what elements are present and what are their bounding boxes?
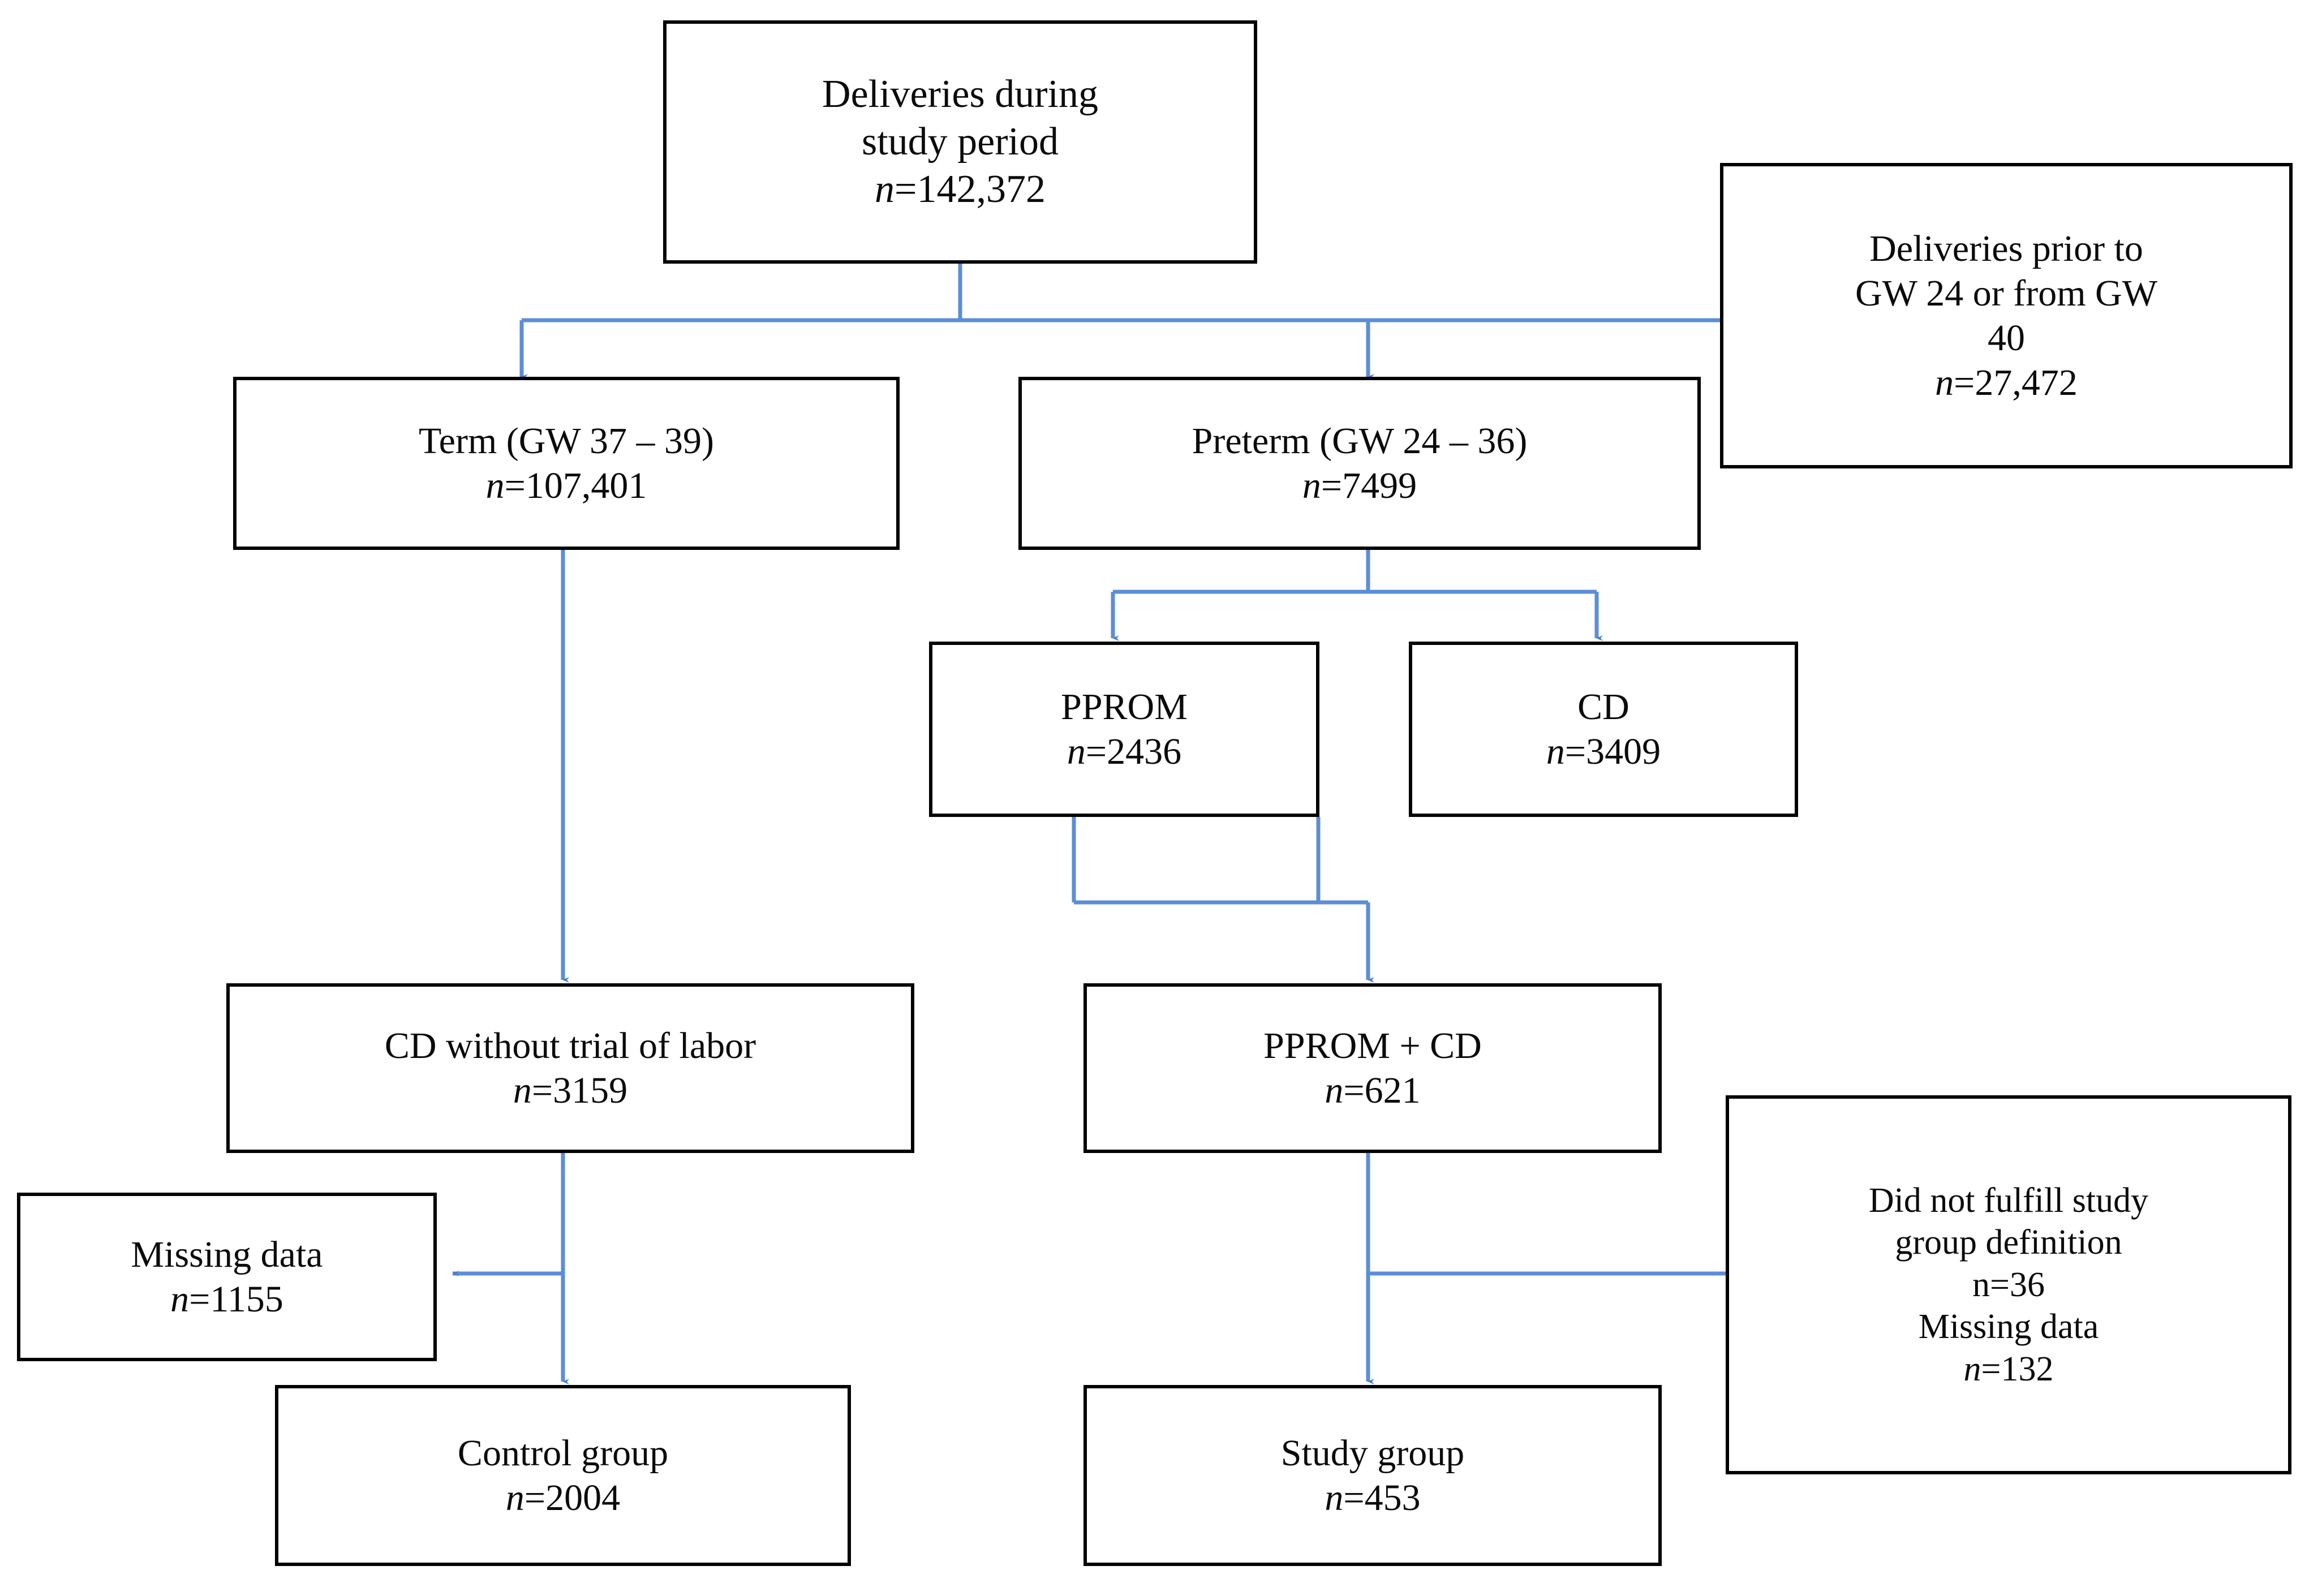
term-value: =107,401 [504, 465, 647, 506]
node-not-fulfill[interactable]: Did not fulfill study group definition n… [1726, 1095, 2291, 1474]
n-symbol: n [505, 1477, 524, 1518]
pprom-value: =2436 [1085, 731, 1182, 772]
pprom-plus-cd-label: PPROM + CD [1263, 1025, 1482, 1066]
term-count: n=107,401 [237, 463, 896, 508]
node-missing-data-left[interactable]: Missing data n=1155 [17, 1193, 437, 1361]
pprom-plus-cd-value: =621 [1343, 1070, 1421, 1111]
study-group-count: n=453 [1087, 1475, 1658, 1520]
node-control-group[interactable]: Control group n=2004 [275, 1385, 851, 1566]
node-study-group[interactable]: Study group n=453 [1083, 1385, 1662, 1566]
node-deliveries-total[interactable]: Deliveries during study period n=142,372 [663, 20, 1257, 264]
n-symbol: n [170, 1279, 190, 1320]
not-fulfill-value: =132 [1981, 1349, 2054, 1388]
preterm-count: n=7499 [1022, 463, 1697, 508]
cd-without-trial-count: n=3159 [230, 1068, 911, 1113]
missing-data-left-count: n=1155 [20, 1277, 433, 1322]
n-symbol: n [875, 167, 895, 211]
n-symbol: n [1325, 1070, 1344, 1111]
study-group-label: Study group [1280, 1432, 1465, 1474]
n-symbol: n [1302, 465, 1321, 506]
deliveries-total-line1: Deliveries during [822, 72, 1098, 116]
node-cd[interactable]: CD n=3409 [1409, 642, 1798, 817]
excluded-gw-count: n=27,472 [1723, 360, 2289, 405]
n-symbol: n [1325, 1477, 1344, 1518]
control-group-count: n=2004 [278, 1475, 848, 1520]
control-group-value: =2004 [524, 1477, 621, 1518]
excluded-gw-line2: GW 24 or from GW [1855, 272, 2157, 314]
not-fulfill-count-2: n=132 [1729, 1348, 2288, 1390]
n-symbol: n [485, 465, 505, 506]
preterm-value: =7499 [1321, 465, 1417, 506]
n-symbol: n [1546, 731, 1565, 772]
excluded-gw-line3: 40 [1988, 317, 2025, 359]
pprom-plus-cd-count: n=621 [1087, 1068, 1658, 1113]
not-fulfill-line4: Missing data [1918, 1307, 2099, 1347]
pprom-count: n=2436 [932, 729, 1316, 774]
node-cd-without-trial[interactable]: CD without trial of labor n=3159 [226, 983, 914, 1153]
missing-data-left-value: =1155 [189, 1279, 283, 1320]
not-fulfill-count-1: n=36 [1972, 1265, 2045, 1304]
term-label: Term (GW 37 – 39) [418, 420, 715, 462]
cd-count: n=3409 [1412, 729, 1795, 774]
preterm-label: Preterm (GW 24 – 36) [1192, 420, 1528, 462]
node-pprom[interactable]: PPROM n=2436 [929, 642, 1319, 817]
missing-data-left-label: Missing data [131, 1233, 323, 1275]
node-pprom-plus-cd[interactable]: PPROM + CD n=621 [1083, 983, 1662, 1153]
not-fulfill-line2: group definition [1895, 1223, 2122, 1262]
n-symbol: n [1963, 1349, 1981, 1388]
n-symbol: n [1935, 362, 1954, 404]
deliveries-total-line2: study period [861, 120, 1059, 164]
cd-without-trial-value: =3159 [531, 1070, 628, 1111]
cd-without-trial-label: CD without trial of labor [384, 1025, 756, 1066]
study-group-value: =453 [1343, 1477, 1421, 1518]
deliveries-total-value: =142,372 [895, 167, 1046, 211]
deliveries-total-count: n=142,372 [667, 166, 1254, 213]
control-group-label: Control group [457, 1432, 669, 1474]
pprom-label: PPROM [1061, 686, 1188, 728]
excluded-gw-line1: Deliveries prior to [1869, 227, 2143, 269]
not-fulfill-line1: Did not fulfill study [1868, 1181, 2149, 1220]
node-excluded-gw[interactable]: Deliveries prior to GW 24 or from GW 40 … [1720, 163, 2293, 468]
node-preterm[interactable]: Preterm (GW 24 – 36) n=7499 [1018, 377, 1701, 550]
cd-value: =3409 [1564, 731, 1661, 772]
cd-label: CD [1577, 686, 1629, 728]
node-term[interactable]: Term (GW 37 – 39) n=107,401 [233, 377, 900, 550]
n-symbol: n [513, 1070, 532, 1111]
n-symbol: n [1067, 731, 1086, 772]
excluded-gw-value: =27,472 [1954, 362, 2078, 404]
